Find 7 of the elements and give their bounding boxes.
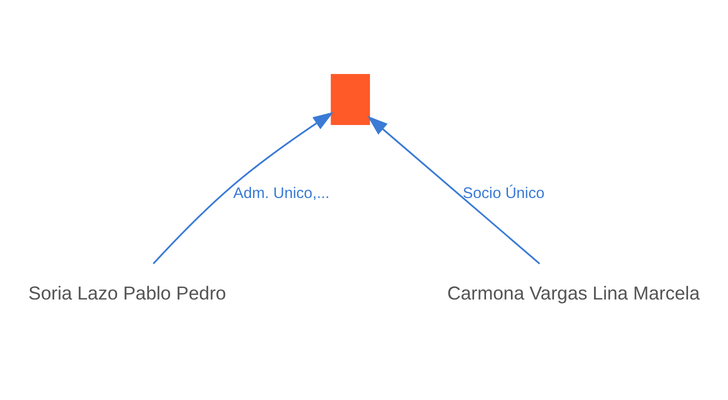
edge-label: Adm. Unico,... <box>233 184 330 202</box>
node-building <box>330 74 370 126</box>
node-text: Carmona Vargas Lina Marcela <box>447 282 700 304</box>
node-text: Soria Lazo Pablo Pedro <box>28 282 226 304</box>
arrow <box>152 112 334 264</box>
arrow <box>367 116 540 264</box>
edge-label: Socio Único <box>462 184 545 202</box>
